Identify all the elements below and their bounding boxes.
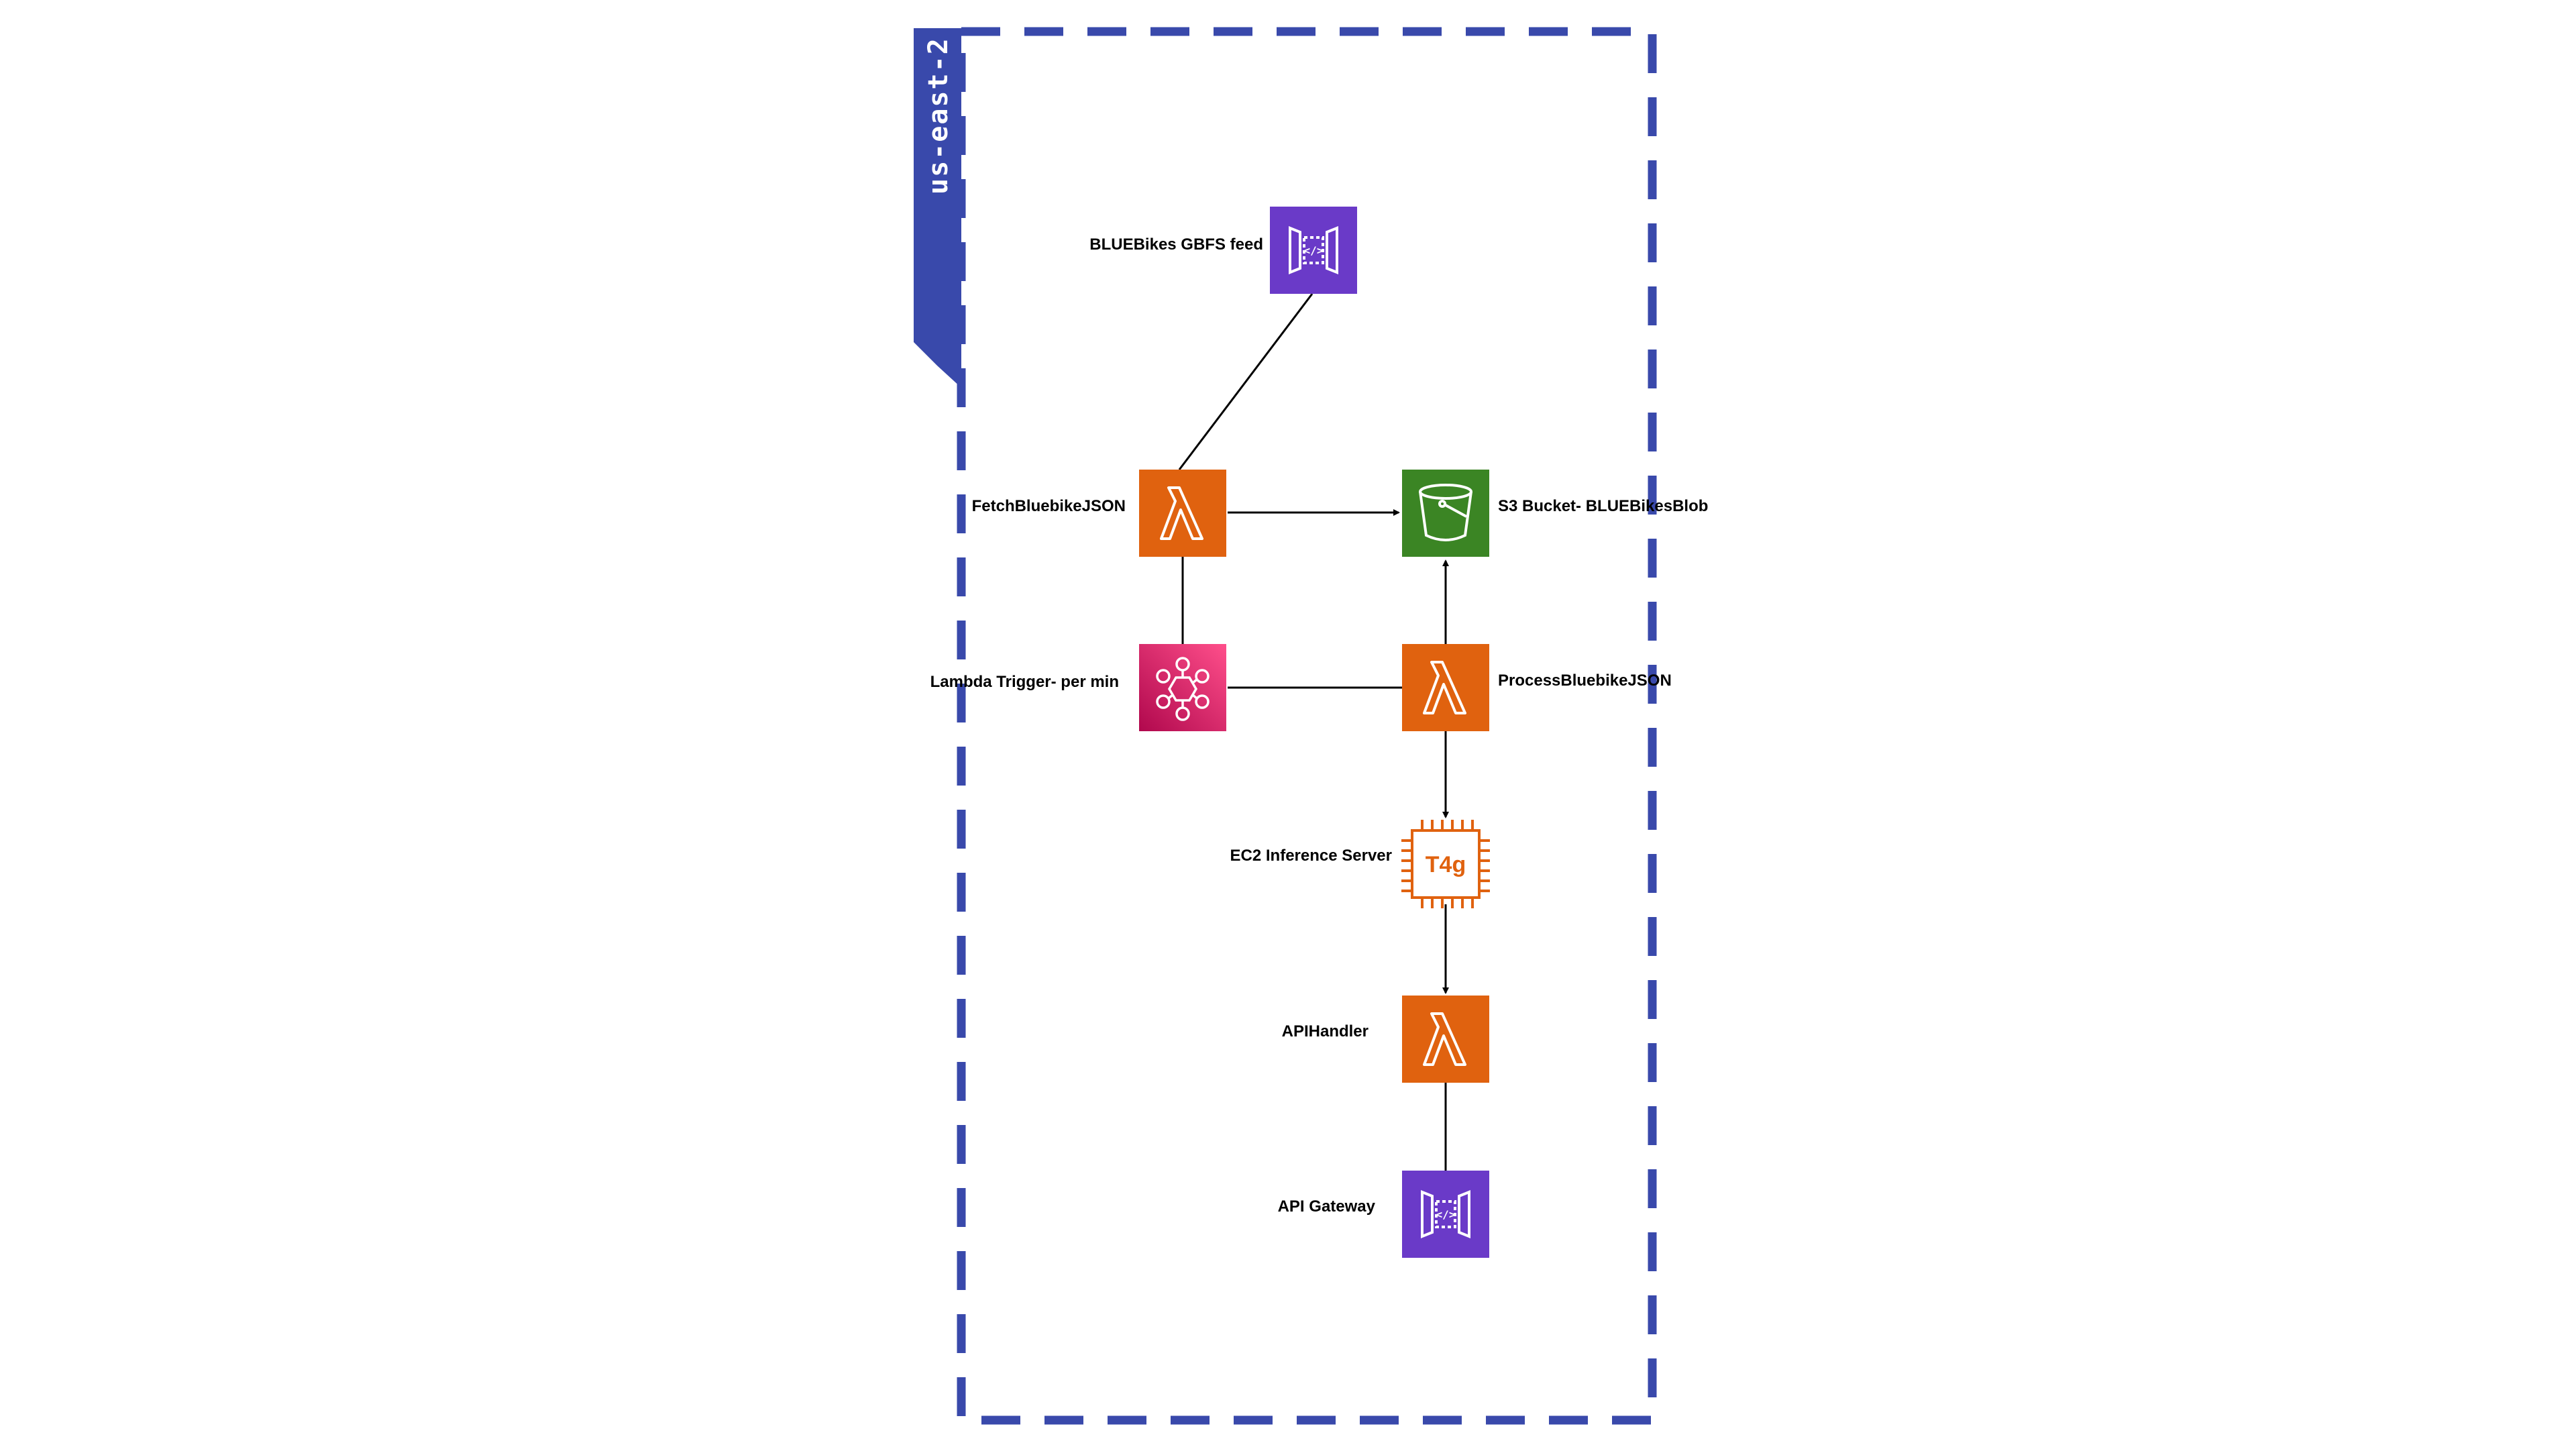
eventbridge-glyph: [1156, 657, 1210, 721]
lambda-glyph: [1423, 1012, 1466, 1066]
fetch-lambda-label: FetchBluebikeJSON: [972, 497, 1126, 515]
lambda-glyph: [1160, 486, 1203, 540]
api-gateway-glyph: [1289, 226, 1338, 274]
node-ec2[interactable]: T4g EC2 Inference Server: [1230, 820, 1490, 908]
node-trigger[interactable]: Lambda Trigger- per min: [930, 644, 1226, 731]
ec2-label: EC2 Inference Server: [1230, 847, 1392, 865]
region-label: us-east-2: [923, 37, 954, 195]
api-gateway-glyph: [1421, 1190, 1470, 1238]
s3-bucket-icon: [1402, 470, 1489, 557]
s3-bucket-label: S3 Bucket- BLUEBikesBlob: [1498, 497, 1708, 515]
node-process-lambda[interactable]: ProcessBluebikeJSON: [1402, 644, 1672, 731]
node-api-handler[interactable]: APIHandler: [1282, 996, 1489, 1083]
node-gbfs-feed[interactable]: </> BLUEBikes GBFS feed: [1089, 207, 1357, 294]
api-handler-label: APIHandler: [1282, 1022, 1368, 1040]
region-group: us-east-2: [914, 27, 1657, 1425]
api-gateway-icon: [1402, 1171, 1489, 1258]
node-s3-bucket[interactable]: S3 Bucket- BLUEBikesBlob: [1402, 470, 1708, 557]
edge-gbfs-to-fetch: [1178, 293, 1313, 470]
edges: [1178, 293, 1449, 1171]
code-glyph: </>: [1436, 1208, 1456, 1221]
region-tab: [914, 28, 961, 388]
api-gateway-icon: [1270, 207, 1357, 294]
bucket-glyph: [1419, 484, 1472, 541]
trigger-label: Lambda Trigger- per min: [930, 673, 1119, 691]
node-fetch-lambda[interactable]: FetchBluebikeJSON: [972, 470, 1226, 557]
gbfs-feed-label: BLUEBikes GBFS feed: [1089, 235, 1263, 254]
process-lambda-label: ProcessBluebikeJSON: [1498, 672, 1672, 690]
node-api-gateway[interactable]: </> API Gateway: [1278, 1171, 1489, 1258]
api-gateway-label: API Gateway: [1278, 1197, 1376, 1216]
ec2-chip-label: T4g: [1426, 852, 1466, 877]
lambda-glyph: [1423, 661, 1466, 714]
region-border: [957, 27, 1657, 1425]
code-glyph: </>: [1304, 244, 1324, 257]
ec2-instance-icon: [1401, 820, 1490, 908]
